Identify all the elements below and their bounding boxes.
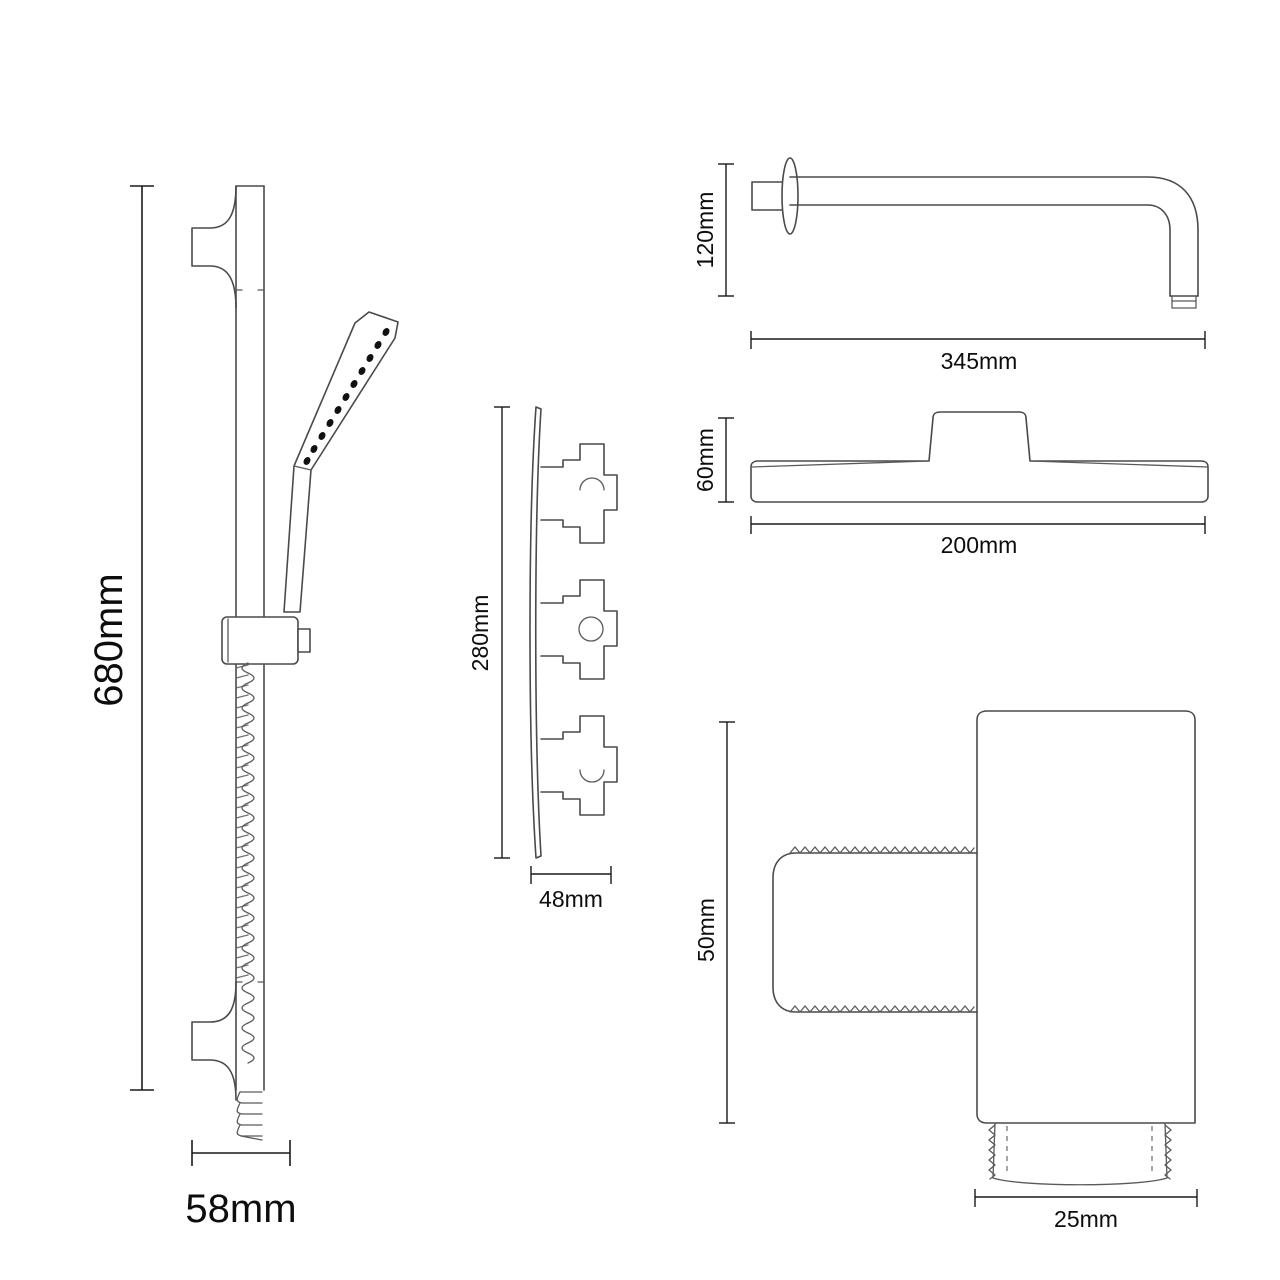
dimension-valve-height: 50mm xyxy=(693,721,735,1124)
wall-plate-bracket-2 xyxy=(540,579,618,680)
top-wall-bracket xyxy=(191,185,237,309)
view-shower-head: 60mm 200mm xyxy=(692,411,1209,558)
handset-spray-nozzles xyxy=(303,328,390,465)
dimension-valve-spigot: 25mm xyxy=(974,1189,1198,1232)
shower-arm-outlet-tip xyxy=(1171,295,1197,309)
dimension-arm-projection: 345mm xyxy=(750,331,1206,374)
wall-plate-bracket-3 xyxy=(540,715,618,816)
dimension-plate-height: 280mm xyxy=(467,406,510,859)
valve-body-threaded-spout xyxy=(772,846,978,1013)
dimension-head-thickness-label: 60mm xyxy=(692,428,718,492)
wall-plate-backplate xyxy=(529,406,542,859)
view-wall-plate: 280mm 48mm xyxy=(467,406,618,912)
view-shower-arm: 120mm 345mm xyxy=(692,157,1206,374)
dimension-arm-projection-label: 345mm xyxy=(941,348,1018,374)
dimension-head-width-label: 200mm xyxy=(941,532,1018,558)
dimension-arm-drop: 120mm xyxy=(692,163,734,297)
hose-outlet-coil xyxy=(236,1091,263,1141)
wall-plate-bracket-1 xyxy=(540,443,618,544)
dimension-rail-width-label: 58mm xyxy=(185,1187,296,1231)
dimension-head-thickness: 60mm xyxy=(692,417,734,503)
shower-arm-tube xyxy=(789,176,1199,297)
slider-bracket xyxy=(221,616,311,665)
dimension-plate-depth-label: 48mm xyxy=(539,886,603,912)
dimension-rail-height-label: 680mm xyxy=(87,573,131,706)
view-slide-rail-kit: 680mm 58mm xyxy=(87,185,399,1231)
dimension-rail-height: 680mm xyxy=(87,185,154,1091)
shower-handset xyxy=(283,311,399,613)
dimension-valve-spigot-label: 25mm xyxy=(1054,1206,1118,1232)
dimension-arm-drop-label: 120mm xyxy=(692,192,718,269)
valve-body-bottom-spigot xyxy=(988,1122,1172,1186)
dimension-valve-height-label: 50mm xyxy=(693,898,719,962)
shower-head-body xyxy=(750,411,1209,503)
view-valve-body: 50mm 25mm xyxy=(693,710,1198,1232)
dimension-plate-height-label: 280mm xyxy=(467,595,493,672)
dimension-rail-width: 58mm xyxy=(185,1140,297,1231)
bottom-wall-bracket xyxy=(191,981,237,1101)
flexible-hose xyxy=(235,662,255,1064)
dimension-head-width: 200mm xyxy=(750,516,1206,558)
dimension-plate-depth: 48mm xyxy=(530,866,612,912)
valve-body-block xyxy=(976,710,1196,1124)
shower-arm-wall-flange xyxy=(781,157,799,235)
